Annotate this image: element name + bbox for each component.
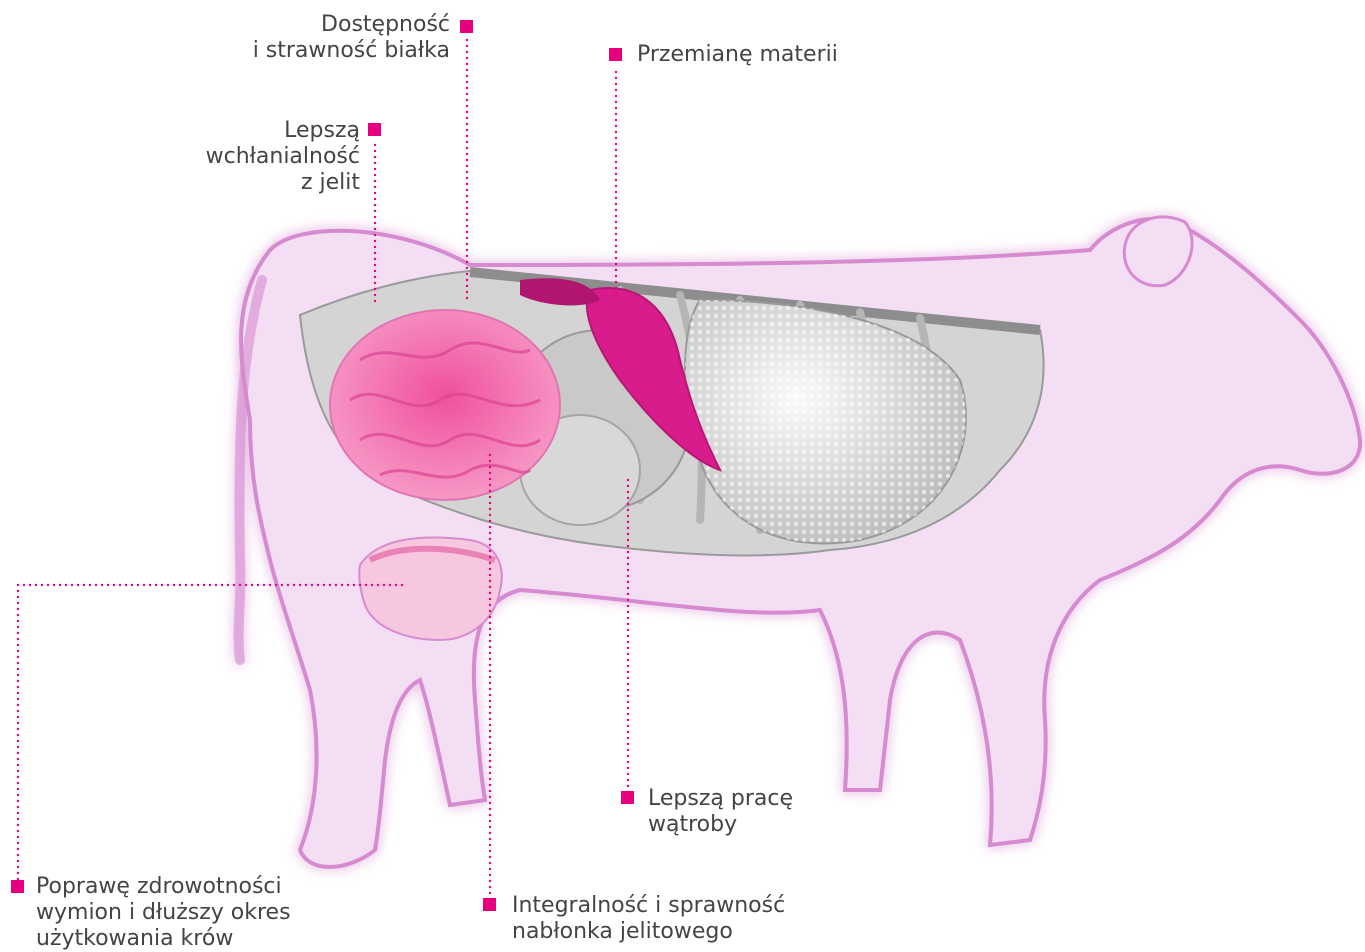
- label-absorption-line-1: Lepszą: [150, 118, 360, 144]
- label-absorption-line-3: z jelit: [150, 170, 360, 196]
- label-absorption: Lepszą wchłanialność z jelit: [150, 118, 360, 196]
- label-protein-line-2: i strawność białka: [200, 38, 450, 64]
- marker-liver: [621, 791, 634, 804]
- label-epithelium-line-1: Integralność i sprawność: [512, 893, 785, 919]
- label-epithelium: Integralność i sprawność nabłonka jelito…: [512, 893, 785, 945]
- label-epithelium-line-2: nabłonka jelitowego: [512, 919, 785, 945]
- label-protein-line-1: Dostępność: [200, 12, 450, 38]
- label-protein: Dostępność i strawność białka: [200, 12, 450, 64]
- marker-epithelium: [483, 898, 496, 911]
- label-liver-line-2: wątroby: [648, 812, 793, 838]
- label-liver: Lepszą pracę wątroby: [648, 786, 793, 838]
- label-metabolism-line-1: Przemianę materii: [637, 42, 838, 68]
- label-udder: Poprawę zdrowotności wymion i dłuższy ok…: [36, 874, 291, 952]
- marker-metabolism: [609, 48, 622, 61]
- label-udder-line-1: Poprawę zdrowotności: [36, 874, 291, 900]
- marker-protein: [460, 20, 473, 33]
- label-liver-line-1: Lepszą pracę: [648, 786, 793, 812]
- label-udder-line-3: użytkowania krów: [36, 926, 291, 952]
- label-metabolism: Przemianę materii: [637, 42, 838, 68]
- label-udder-line-2: wymion i dłuższy okres: [36, 900, 291, 926]
- marker-absorption: [368, 123, 381, 136]
- marker-udder: [11, 880, 24, 893]
- label-absorption-line-2: wchłanialność: [150, 144, 360, 170]
